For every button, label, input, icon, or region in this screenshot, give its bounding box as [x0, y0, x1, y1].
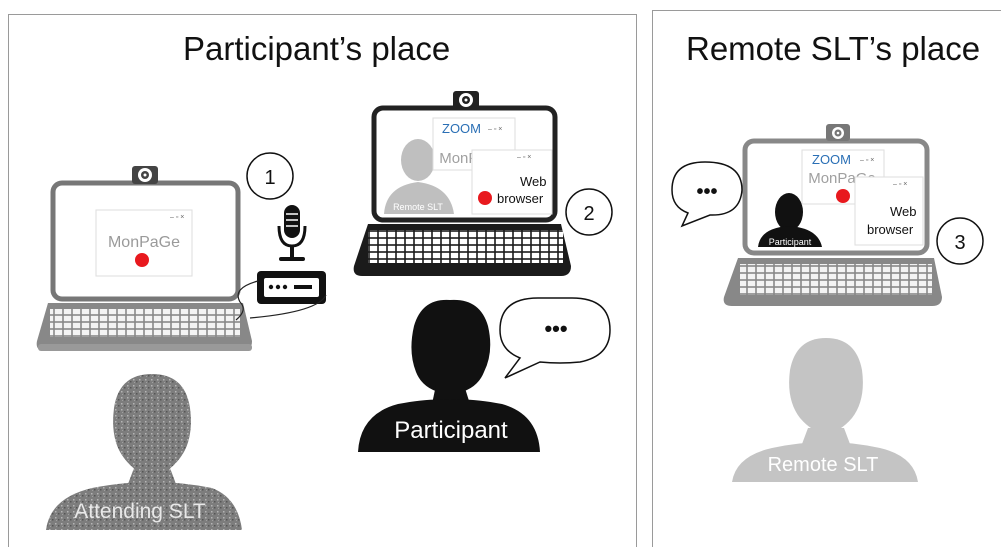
webcam-icon	[453, 91, 479, 109]
remote-slt-person: Remote SLT	[732, 338, 918, 482]
remote-slt-label: Remote SLT	[768, 454, 879, 476]
window-controls: – ▫ ×	[170, 214, 184, 221]
webcam-icon	[132, 166, 158, 184]
marker-3: 3	[936, 217, 984, 265]
monpage-window-label: MonPaGe	[108, 234, 180, 251]
attending-slt-label: Attending SLT	[74, 500, 206, 523]
remote-slt-laptop: Participant ZOOM – ▫ × MonPaGe – ▫ × Web…	[723, 124, 942, 306]
zoom-window-label: ZOOM	[812, 152, 851, 167]
microphone-icon	[277, 205, 307, 261]
participant-laptop: Remote SLT ZOOM – ▫ × MonPaGe – ▫ × Web …	[353, 91, 571, 276]
screen-remote-slt-person: Remote SLT	[384, 139, 454, 214]
record-dot	[836, 189, 850, 203]
audio-interface-icon	[257, 271, 326, 304]
window-controls: – ▫ ×	[860, 157, 874, 164]
window-controls: – ▫ ×	[893, 181, 907, 188]
record-dot	[135, 253, 149, 267]
attending-laptop: – ▫ × MonPaGe	[36, 166, 252, 351]
browser-label-line2: browser	[867, 222, 914, 237]
browser-label-line1: Web	[520, 174, 547, 189]
participant-place-title: Participant’s place	[183, 30, 451, 67]
record-dot	[478, 191, 492, 205]
attending-slt-person: Attending SLT	[46, 374, 242, 530]
remote-slt-place-title: Remote SLT’s place	[686, 30, 981, 67]
screen-participant-person: Participant	[758, 193, 822, 247]
remote-speech-bubble: •••	[671, 161, 743, 228]
screen-participant-label: Participant	[769, 237, 812, 247]
screen-remote-slt-label: Remote SLT	[393, 202, 443, 212]
window-controls: – ▫ ×	[517, 154, 531, 161]
zoom-window-label: ZOOM	[442, 121, 481, 136]
participant-label: Participant	[394, 417, 508, 444]
svg-text:2: 2	[583, 203, 594, 225]
browser-label-line2: browser	[497, 191, 544, 206]
marker-1: 1	[246, 152, 294, 200]
window-controls: – ▫ ×	[488, 126, 502, 133]
browser-label-line1: Web	[890, 204, 917, 219]
participant-person: Participant	[358, 299, 540, 452]
svg-text:•••: •••	[544, 316, 567, 341]
participant-speech-bubble: •••	[499, 297, 611, 379]
svg-text:3: 3	[954, 232, 965, 254]
svg-text:1: 1	[264, 167, 275, 189]
marker-2: 2	[565, 188, 613, 236]
svg-text:•••: •••	[696, 181, 717, 203]
webcam-icon	[826, 124, 850, 141]
